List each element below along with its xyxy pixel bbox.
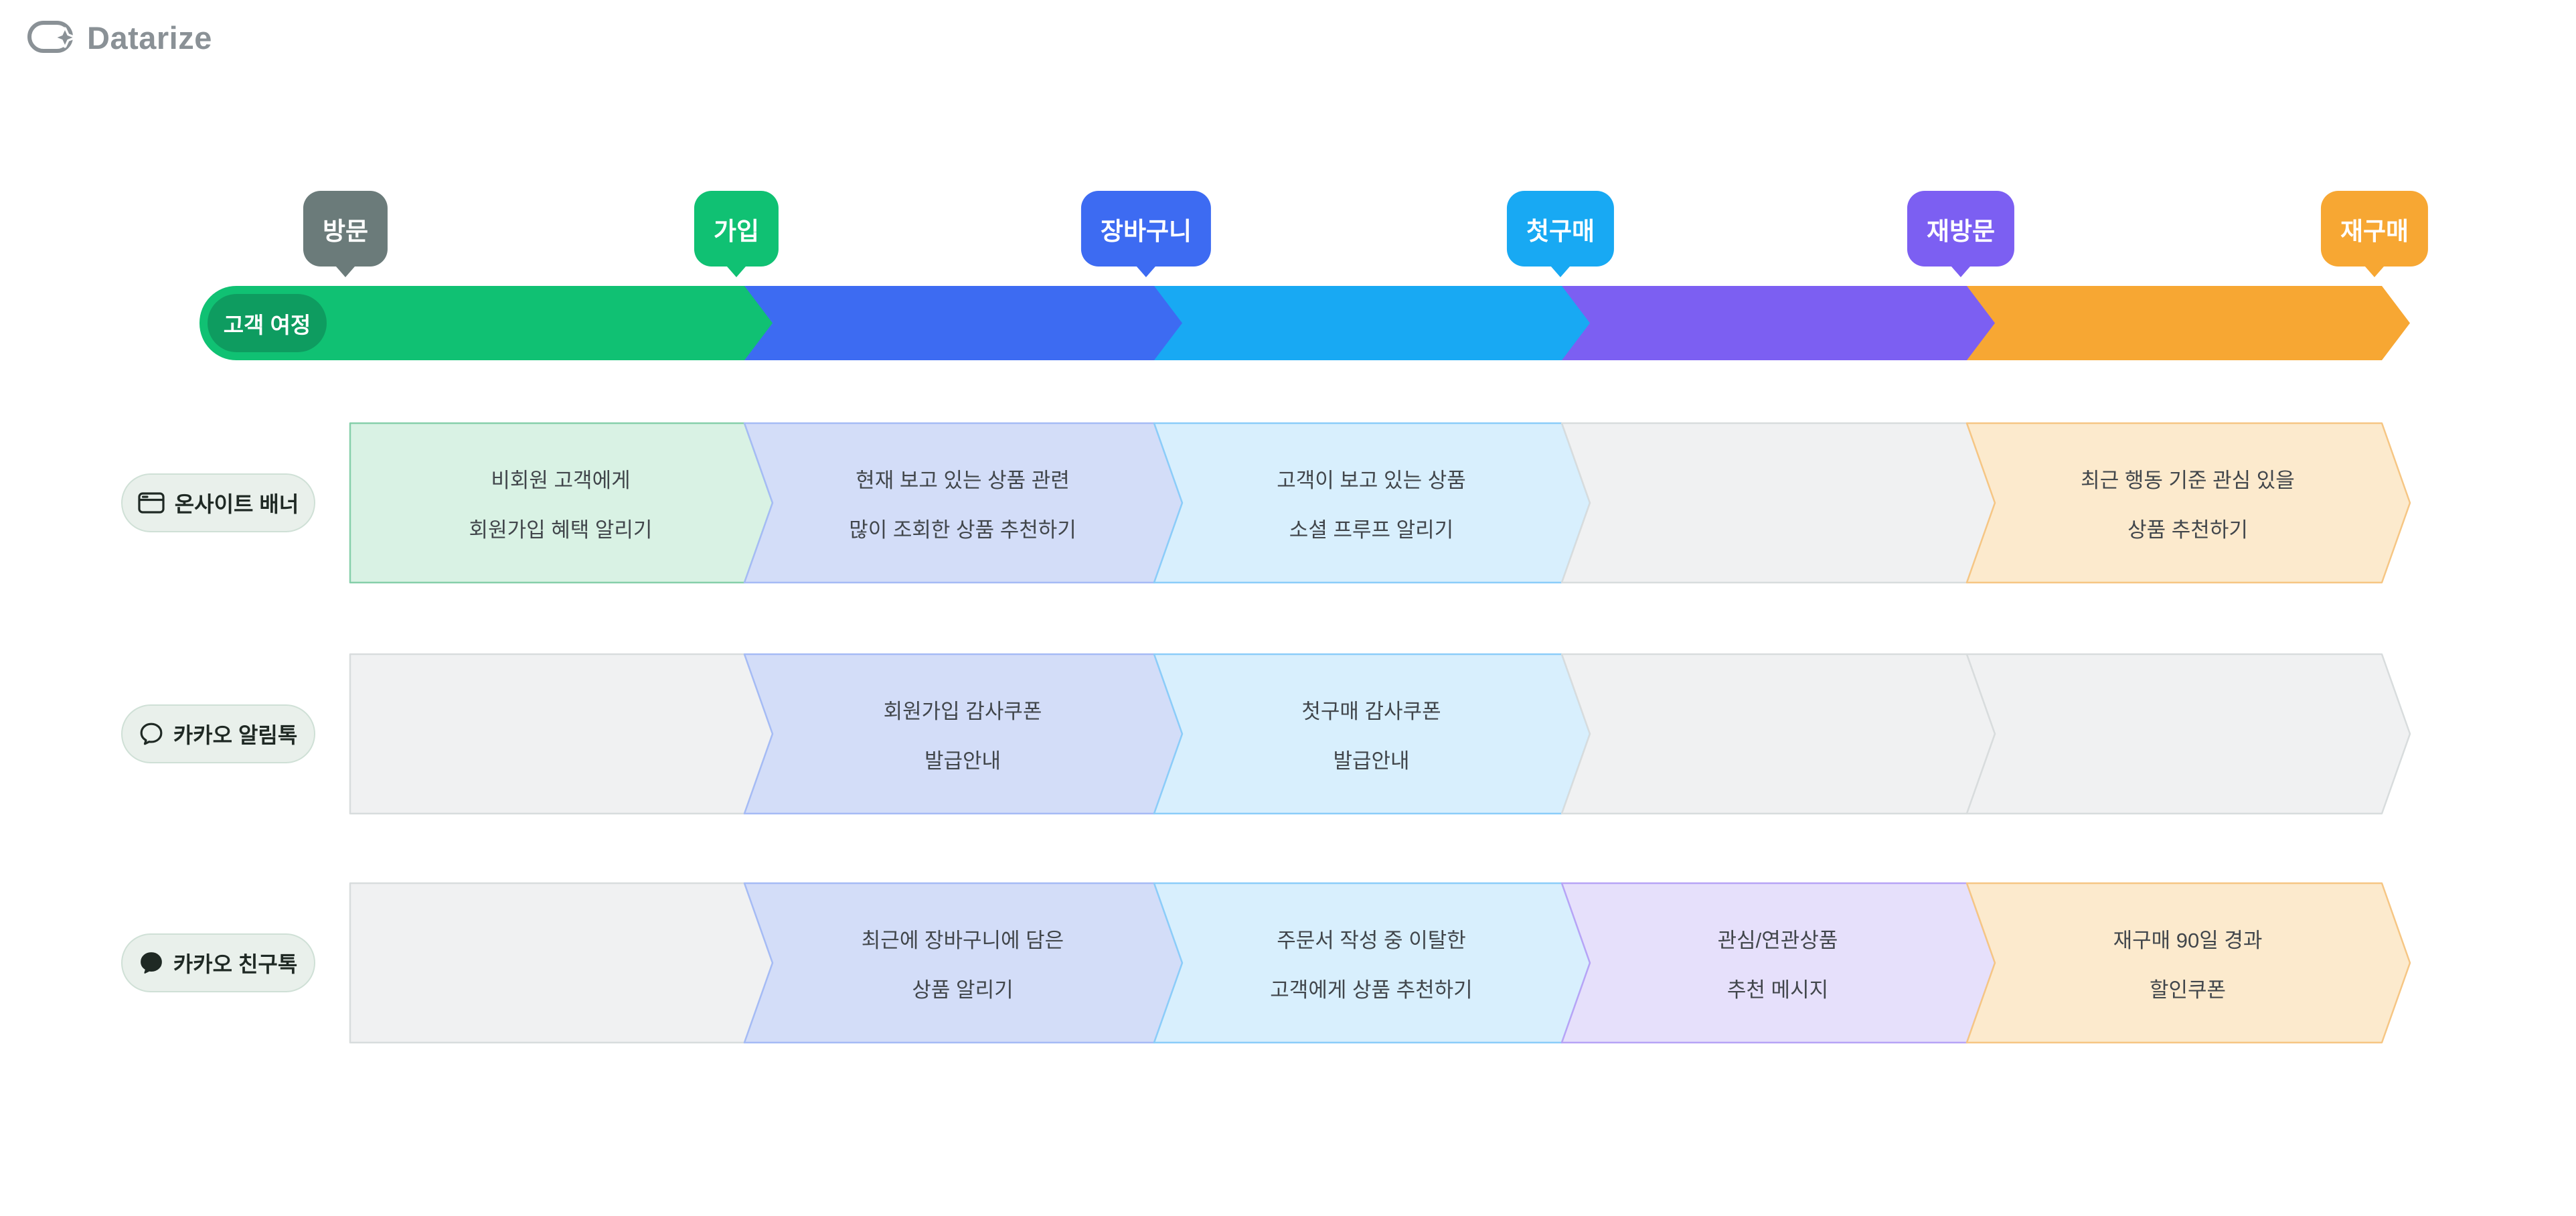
journey-segment-repurchase (1967, 286, 2410, 360)
journey-cell (1965, 882, 2411, 1044)
row-cells-onsite-banner (349, 422, 2411, 584)
cell-text: 회원가입 감사쿠폰 발급안내 (781, 653, 1144, 815)
cell-line: 재구매 90일 경과 (2113, 928, 2263, 952)
cell-text: 현재 보고 있는 상품 관련 많이 조회한 상품 추천하기 (781, 422, 1144, 584)
cell-text: 재구매 90일 경과 할인쿠폰 (2004, 882, 2372, 1044)
cell-line: 최근 행동 기준 관심 있을 (2081, 468, 2295, 492)
stage-label: 재구매 (2340, 217, 2409, 245)
stage-label: 재방문 (1926, 217, 1996, 245)
cell-line: 발급안내 (1333, 749, 1410, 773)
stage-label: 가입 (713, 217, 760, 245)
cell-line: 고객이 보고 있는 상품 (1277, 468, 1466, 492)
journey-segment-revisit (1562, 286, 1995, 360)
stage-bubble-revisit: 재방문 (1907, 191, 2015, 267)
cell-line: 현재 보고 있는 상품 관련 (856, 468, 1070, 492)
cell-line: 소셜 프루프 알리기 (1289, 518, 1454, 542)
cell-text: 고객이 보고 있는 상품 소셜 프루프 알리기 (1191, 422, 1552, 584)
datarize-logo-icon (27, 17, 78, 58)
cell-text: 최근 행동 기준 관심 있을 상품 추천하기 (2004, 422, 2372, 584)
row-label-onsite-banner: 온사이트 배너 (121, 473, 315, 532)
speech-bubble-filled-icon (140, 952, 162, 974)
cell-line: 회원가입 혜택 알리기 (469, 518, 653, 542)
row-label-kakao-alimtalk: 카카오 알림톡 (121, 704, 315, 763)
stage-bubble-cart: 장바구니 (1080, 191, 1212, 267)
cell-text: 주문서 작성 중 이탈한 고객에게 상품 추천하기 (1191, 882, 1552, 1044)
cell-line: 고객에게 상품 추천하기 (1270, 978, 1473, 1002)
row-label-text: 온사이트 배너 (174, 492, 299, 516)
journey-segment-signup (744, 286, 1182, 360)
browser-window-icon (138, 492, 165, 514)
cell-line: 발급안내 (924, 749, 1001, 773)
row-cells-kakao-friendtalk (349, 882, 2411, 1044)
cell-line: 많이 조회한 상품 추천하기 (849, 518, 1076, 542)
cell-line: 회원가입 감사쿠폰 (883, 699, 1042, 723)
journey-cell (1965, 653, 2411, 815)
stage-bubble-signup: 가입 (694, 191, 779, 267)
brand-name: Datarize (87, 20, 212, 56)
journey-label-pill: 고객 여정 (208, 294, 327, 352)
cell-text: 첫구매 감사쿠폰 발급안내 (1191, 653, 1552, 815)
journey-cell (1965, 422, 2411, 584)
journey-label: 고객 여정 (223, 312, 311, 337)
cell-line: 상품 추천하기 (2127, 518, 2248, 542)
journey-segment-cart (1154, 286, 1590, 360)
stage-label: 첫구매 (1526, 217, 1595, 245)
stage-bubble-repurchase: 재구매 (2320, 191, 2429, 267)
journey-cell (349, 882, 774, 1044)
row-cells-kakao-alimtalk (349, 653, 2411, 815)
journey-cell (1560, 422, 1996, 584)
stage-bubble-first-purchase: 첫구매 (1506, 191, 1615, 267)
row-label-text: 카카오 친구톡 (173, 952, 298, 976)
cell-line: 주문서 작성 중 이탈한 (1277, 928, 1466, 952)
journey-cell (1560, 653, 1996, 815)
cell-line: 관심/연관상품 (1717, 928, 1838, 952)
cell-line: 최근에 장바구니에 담은 (861, 928, 1064, 952)
cell-text: 최근에 장바구니에 담은 상품 알리기 (781, 882, 1144, 1044)
brand-logo: Datarize (27, 17, 212, 58)
speech-bubble-outline-icon (140, 723, 163, 745)
cell-line: 첫구매 감사쿠폰 (1301, 699, 1441, 723)
row-label-kakao-friendtalk: 카카오 친구톡 (121, 933, 315, 992)
row-label-text: 카카오 알림톡 (173, 723, 298, 747)
cell-line: 상품 알리기 (912, 978, 1014, 1002)
stage-bubble-visit: 방문 (303, 191, 388, 267)
stage-label: 방문 (322, 217, 369, 245)
cell-text: 관심/연관상품 추천 메시지 (1599, 882, 1957, 1044)
journey-cell (349, 653, 774, 815)
stage-label: 장바구니 (1100, 217, 1192, 245)
cell-line: 할인쿠폰 (2149, 978, 2227, 1002)
cell-line: 추천 메시지 (1726, 978, 1829, 1002)
cell-line: 비회원 고객에게 (491, 468, 631, 492)
cell-text: 비회원 고객에게 회원가입 혜택 알리기 (387, 422, 734, 584)
